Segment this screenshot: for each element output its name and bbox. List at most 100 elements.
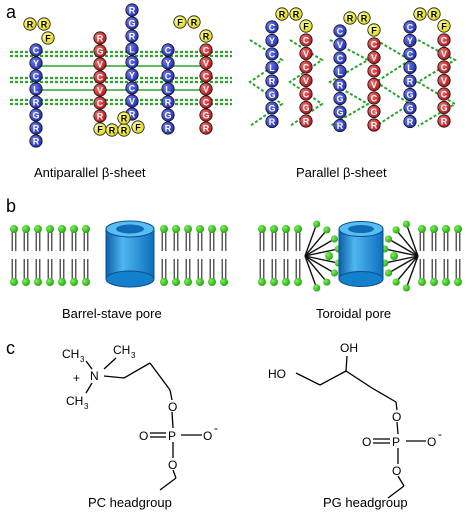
svg-text:R: R bbox=[109, 126, 116, 136]
ap-strand1-residue: R bbox=[29, 95, 43, 109]
parallel-hairpin2-red-residue: V bbox=[367, 50, 381, 65]
parallel-hairpin3-red-residue: V bbox=[437, 73, 451, 88]
lipid bbox=[184, 259, 192, 286]
svg-text:C: C bbox=[97, 99, 104, 109]
parallel-hairpin2-turn-residue: R bbox=[357, 11, 371, 25]
svg-text:R: R bbox=[407, 77, 414, 87]
ap-strand3-residue: Y bbox=[125, 68, 139, 82]
parallel-hairpin2-turn-residue: R bbox=[343, 11, 357, 25]
panel-a-letter: a bbox=[6, 2, 17, 22]
parallel-hairpin3-turn-residue: F bbox=[437, 19, 451, 33]
svg-text:C: C bbox=[165, 72, 172, 82]
lipid bbox=[22, 225, 30, 251]
lipid-head bbox=[325, 252, 333, 260]
svg-text:V: V bbox=[337, 40, 343, 50]
ap-strand5-residue: C bbox=[161, 43, 175, 57]
ap-strand4-residue: C bbox=[199, 43, 213, 57]
parallel-caption: Parallel β-sheet bbox=[296, 165, 387, 180]
pc-o-bottom: O bbox=[168, 458, 177, 472]
ap-strand2-residue: V bbox=[93, 83, 107, 97]
pc-nitrogen: N bbox=[90, 369, 99, 383]
svg-text:C: C bbox=[129, 84, 136, 94]
pg-o-chain: O bbox=[392, 410, 401, 424]
parallel-hairpin3-blue-residue: C bbox=[403, 47, 417, 61]
ap-strand1-residue: R bbox=[23, 17, 37, 31]
ap-strand2-residue: R bbox=[117, 123, 131, 137]
pc-minus: - bbox=[214, 421, 218, 435]
pc-plus: + bbox=[73, 371, 80, 385]
ap-strand1-residue: R bbox=[29, 134, 43, 148]
parallel-hairpin1-red-residue: G bbox=[299, 100, 313, 115]
parallel-hairpin2-red-residue: V bbox=[367, 77, 381, 92]
svg-text:F: F bbox=[177, 18, 183, 28]
parallel-hairpin3-red-residue: R bbox=[437, 114, 451, 128]
parallel-hairpin1-blue-residue: Y bbox=[265, 33, 279, 48]
lipid-head bbox=[390, 252, 398, 260]
ap-strand4-residue: R bbox=[187, 15, 201, 29]
lipid bbox=[70, 225, 78, 251]
lipid bbox=[418, 259, 426, 286]
svg-text:R: R bbox=[371, 121, 378, 131]
svg-text:G: G bbox=[32, 111, 39, 121]
svg-text:V: V bbox=[371, 53, 377, 63]
svg-text:G: G bbox=[128, 19, 135, 29]
lipid bbox=[70, 259, 78, 286]
lipid bbox=[82, 259, 90, 286]
svg-text:V: V bbox=[129, 97, 135, 107]
svg-text:F: F bbox=[97, 125, 103, 135]
lipid bbox=[258, 225, 266, 251]
lipid bbox=[184, 225, 192, 251]
svg-text:V: V bbox=[203, 85, 209, 95]
toroidal-caption: Toroidal pore bbox=[316, 306, 391, 321]
lipid bbox=[208, 225, 216, 251]
svg-text:V: V bbox=[203, 59, 209, 69]
ap-strand3-residue: C bbox=[125, 55, 139, 69]
svg-text:F: F bbox=[441, 22, 447, 32]
pc-ch3-top-left-sub: 3 bbox=[80, 355, 85, 364]
ap-strand4-residue: G bbox=[199, 108, 213, 122]
parallel-hairpin2-turn-residue: F bbox=[367, 23, 381, 37]
parallel-hairpin3-red-residue: V bbox=[437, 46, 451, 61]
parallel-hbonds bbox=[248, 39, 458, 127]
membrane-diagrams bbox=[10, 220, 462, 292]
svg-text:C: C bbox=[407, 23, 414, 33]
antiparallel-caption: Antiparallel β-sheet bbox=[34, 165, 146, 180]
lipid bbox=[454, 259, 462, 286]
svg-text:L: L bbox=[165, 85, 171, 95]
lipid bbox=[294, 225, 302, 251]
parallel-hairpin2-red-residue: R bbox=[367, 118, 381, 132]
svg-text:V: V bbox=[303, 76, 309, 86]
pc-ch3-top-left: CH bbox=[62, 347, 79, 361]
lipid bbox=[442, 259, 450, 286]
svg-text:G: G bbox=[96, 47, 103, 57]
pg-ho: HO bbox=[268, 367, 286, 381]
lipid bbox=[270, 259, 278, 286]
svg-text:R: R bbox=[269, 77, 276, 87]
svg-text:R: R bbox=[33, 98, 40, 108]
parallel-hairpin1-turn-residue: F bbox=[299, 19, 313, 33]
svg-text:Y: Y bbox=[269, 36, 275, 46]
ap-strand3-residue: V bbox=[125, 94, 139, 108]
svg-text:R: R bbox=[97, 112, 104, 122]
parallel-hairpin1-red-residue: R bbox=[299, 114, 313, 128]
toroidal-pore bbox=[338, 221, 384, 287]
lipid bbox=[172, 225, 180, 251]
parallel-hairpin3-blue-residue: C bbox=[403, 20, 417, 34]
pg-caption: PG headgroup bbox=[323, 495, 408, 510]
barrel-stave-pore bbox=[105, 220, 155, 288]
ap-strand3-residue: R bbox=[125, 3, 139, 17]
ap-strand3-residue: L bbox=[125, 42, 139, 56]
ap-strand4-residue: C bbox=[199, 69, 213, 83]
antiparallel-hbonds bbox=[10, 50, 232, 106]
svg-text:R: R bbox=[431, 10, 438, 20]
svg-text:G: G bbox=[440, 103, 447, 113]
parallel-hairpin2-blue-residue: R bbox=[333, 78, 347, 92]
svg-text:V: V bbox=[97, 60, 103, 70]
ap-strand1-residue: Y bbox=[29, 56, 43, 70]
lipid bbox=[34, 259, 42, 286]
svg-text:V: V bbox=[97, 86, 103, 96]
ap-strand2-residue: C bbox=[93, 70, 107, 84]
ap-strand1-residue: L bbox=[29, 82, 43, 96]
ap-strand5-residue: Y bbox=[161, 56, 175, 70]
